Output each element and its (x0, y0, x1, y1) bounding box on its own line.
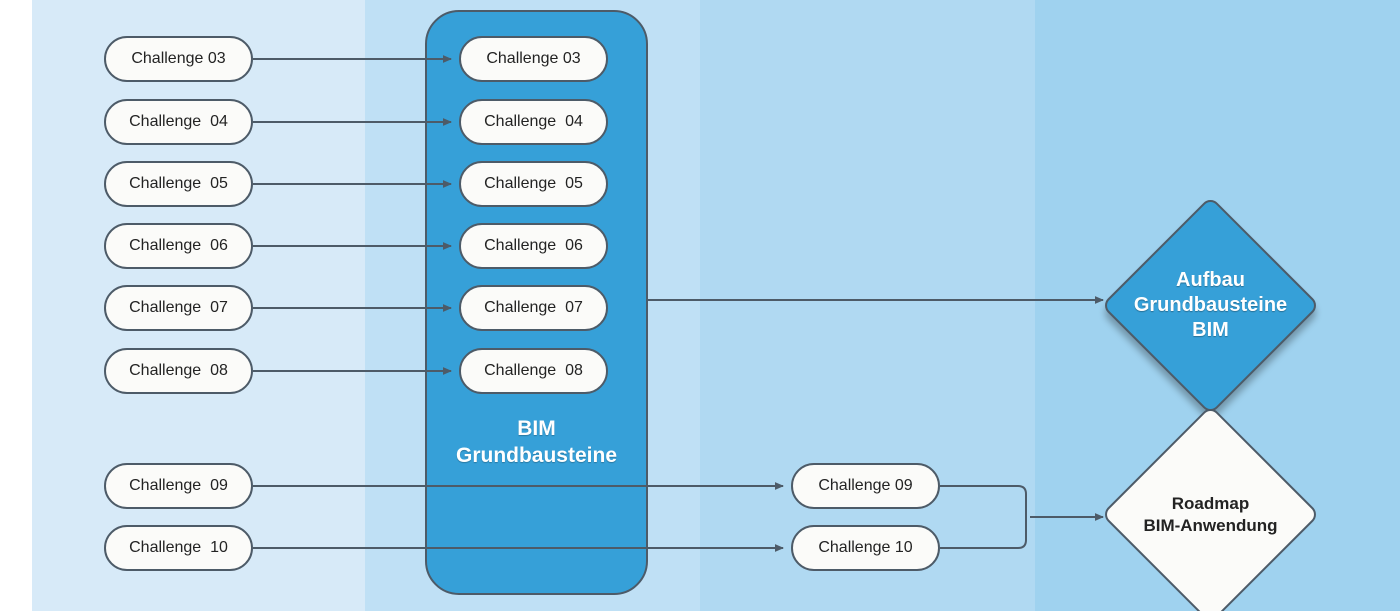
node-label: Challenge 09 (818, 477, 913, 494)
node-label: Challenge 07 (129, 299, 228, 316)
node-label: Challenge 08 (484, 362, 583, 379)
diamond-label: Aufbau Grundbausteine BIM (1133, 269, 1288, 341)
node-label: Challenge 09 (129, 477, 228, 494)
node-label: Challenge 04 (129, 113, 228, 130)
left-node-challenge-04[interactable]: Challenge 04 (104, 99, 253, 145)
container-title: BIM Grundbausteine (455, 417, 618, 467)
container-node-challenge-07[interactable]: Challenge 07 (459, 285, 608, 331)
left-node-challenge-07[interactable]: Challenge 07 (104, 285, 253, 331)
left-node-challenge-10[interactable]: Challenge 10 (104, 525, 253, 571)
background-band-3 (700, 0, 1035, 611)
left-node-challenge-09[interactable]: Challenge 09 (104, 463, 253, 509)
node-label: Challenge 06 (484, 237, 583, 254)
diamond-label: Roadmap BIM-Anwendung (1143, 493, 1278, 535)
left-node-challenge-03[interactable]: Challenge 03 (104, 36, 253, 82)
node-label: Challenge 10 (818, 539, 913, 556)
left-node-challenge-06[interactable]: Challenge 06 (104, 223, 253, 269)
node-label: Challenge 03 (131, 50, 226, 67)
node-label: Challenge 05 (484, 175, 583, 192)
right-node-challenge-09[interactable]: Challenge 09 (791, 463, 940, 509)
container-node-challenge-08[interactable]: Challenge 08 (459, 348, 608, 394)
container-node-challenge-05[interactable]: Challenge 05 (459, 161, 608, 207)
right-node-challenge-10[interactable]: Challenge 10 (791, 525, 940, 571)
node-label: Challenge 08 (129, 362, 228, 379)
outcome-diamond-roadmap[interactable]: Roadmap BIM-Anwendung (1100, 404, 1321, 611)
node-label: Challenge 05 (129, 175, 228, 192)
node-label: Challenge 07 (484, 299, 583, 316)
outcome-diamond-aufbau[interactable]: Aufbau Grundbausteine BIM (1100, 195, 1321, 416)
node-label: Challenge 10 (129, 539, 228, 556)
container-node-challenge-03[interactable]: Challenge 03 (459, 36, 608, 82)
node-label: Challenge 06 (129, 237, 228, 254)
container-node-challenge-04[interactable]: Challenge 04 (459, 99, 608, 145)
left-node-challenge-08[interactable]: Challenge 08 (104, 348, 253, 394)
node-label: Challenge 03 (486, 50, 581, 67)
left-node-challenge-05[interactable]: Challenge 05 (104, 161, 253, 207)
node-label: Challenge 04 (484, 113, 583, 130)
container-node-challenge-06[interactable]: Challenge 06 (459, 223, 608, 269)
